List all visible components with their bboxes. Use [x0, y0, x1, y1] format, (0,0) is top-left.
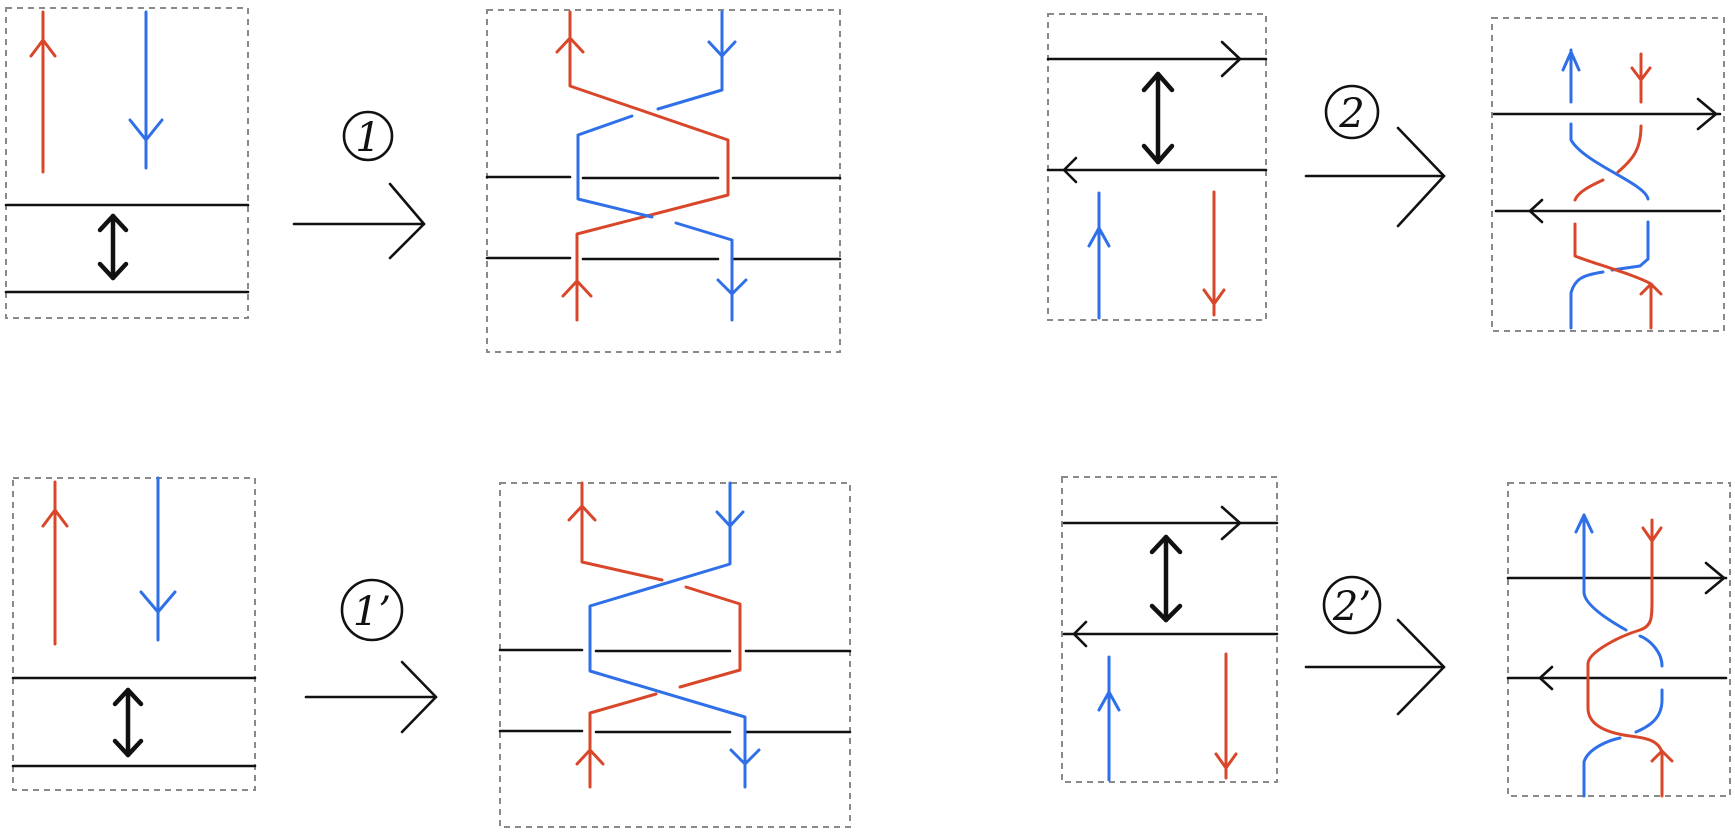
double-arrow-icon: [97, 213, 129, 281]
move-2p-number: 2’: [1332, 584, 1371, 630]
move-1-number: 1: [355, 115, 380, 161]
move-2-arrow-icon: [1304, 126, 1446, 228]
move-1p-arrow-icon: [304, 660, 438, 734]
double-arrow-icon: [1149, 534, 1183, 623]
move-1-label: 1: [342, 110, 394, 162]
move-1-arrow-icon: [292, 182, 426, 260]
move-2-before-panel: [1046, 13, 1268, 321]
move-2p-arrow-icon: [1304, 618, 1446, 716]
move-2-after-panel: [1491, 17, 1725, 332]
double-arrow-icon: [112, 687, 144, 758]
move-2p-label: 2’: [1322, 575, 1382, 635]
move-2p-after-panel: [1506, 482, 1731, 798]
move-1p-after-panel: [498, 481, 852, 828]
move-2-label: 2: [1324, 84, 1380, 140]
move-1p-before-panel: [11, 476, 257, 791]
move-1-after-panel: [485, 9, 842, 353]
move-1-before-panel: [4, 7, 250, 319]
move-2-number: 2: [1338, 91, 1364, 137]
move-1p-label: 1’: [340, 578, 404, 642]
move-1p-number: 1’: [353, 589, 391, 635]
double-arrow-icon: [1141, 71, 1175, 165]
move-2p-before-panel: [1061, 476, 1279, 783]
